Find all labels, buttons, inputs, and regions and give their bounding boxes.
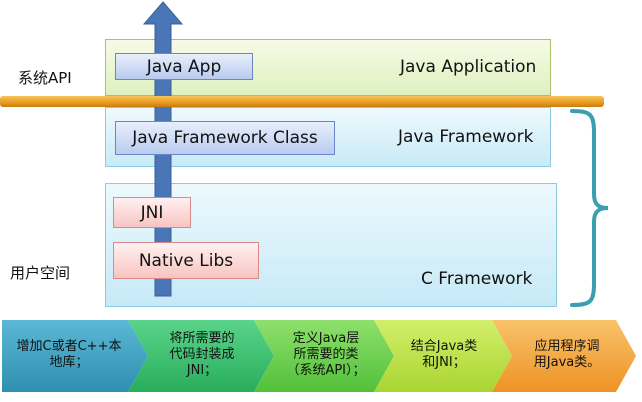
step-4-chevron: [374, 320, 512, 392]
step-1-text: 增加C或者C++本地库；: [16, 339, 122, 370]
system-api-boundary-bar: [0, 96, 604, 107]
java-framework-label: Java Framework: [398, 127, 534, 147]
step-5-text: 应用程序调用Java类。: [533, 339, 601, 370]
step-1-chevron: [2, 320, 148, 392]
right-brace: [570, 109, 609, 307]
process-chevrons: [2, 320, 636, 392]
step-5-chevron: [492, 320, 636, 392]
java-framework-class-box: Java Framework Class: [115, 121, 335, 155]
system-api-label: 系统API: [18, 69, 72, 87]
step-3-chevron: [254, 320, 394, 392]
native-libs-box: Native Libs: [113, 242, 259, 279]
step-2-chevron: [128, 320, 274, 392]
user-space-label: 用户空间: [10, 264, 71, 282]
jni-box: JNI: [113, 197, 191, 228]
java-application-label: Java Application: [400, 57, 537, 77]
step-3-text: 定义Java层所需要的类（系统API）；: [286, 331, 366, 378]
java-app-box: Java App: [115, 53, 253, 80]
c-framework-label: C Framework: [421, 269, 533, 289]
step-4-text: 结合Java类和JNI；: [410, 339, 478, 370]
